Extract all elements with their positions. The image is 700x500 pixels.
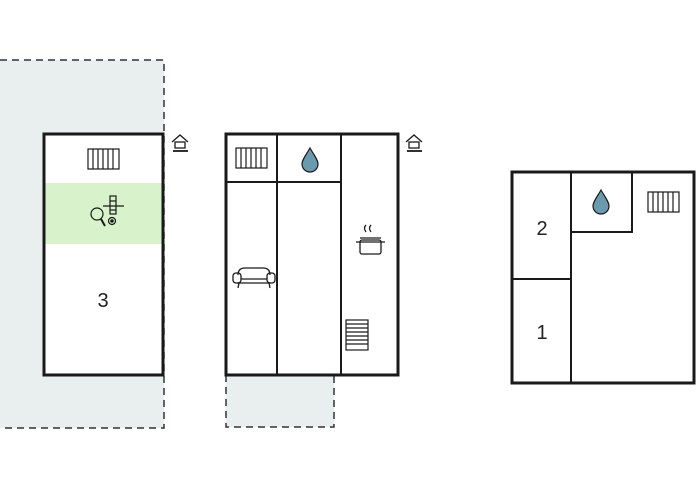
table-tennis-icon xyxy=(90,207,117,227)
stairs-icon xyxy=(345,319,369,351)
building-middle-walls xyxy=(224,132,400,377)
table-football-icon xyxy=(103,195,124,215)
floor-left: 3 xyxy=(0,59,189,429)
entrance-icon xyxy=(405,134,423,152)
cooking-pot-icon xyxy=(356,224,385,255)
room-3-number: 3 xyxy=(97,290,108,312)
room-2-number: 2 xyxy=(536,218,547,240)
middle-partitions xyxy=(226,134,342,375)
entrance-icon xyxy=(171,134,189,152)
right-partitions xyxy=(512,172,633,383)
building-left-interior xyxy=(44,134,163,375)
radiator-icon xyxy=(647,191,680,213)
building-left-walls xyxy=(42,132,165,377)
sofa-icon xyxy=(232,267,276,289)
building-right-walls xyxy=(510,170,696,385)
shower-icon xyxy=(301,146,319,173)
radiator-icon xyxy=(235,147,268,169)
outdoor-area-middle-outline xyxy=(225,375,335,428)
outdoor-area-middle xyxy=(226,375,334,427)
floor-middle xyxy=(224,132,423,428)
radiator-icon xyxy=(87,148,120,170)
shower-icon xyxy=(592,188,610,215)
floor-right: 2 1 xyxy=(510,170,696,385)
room-1-number: 1 xyxy=(536,322,547,344)
